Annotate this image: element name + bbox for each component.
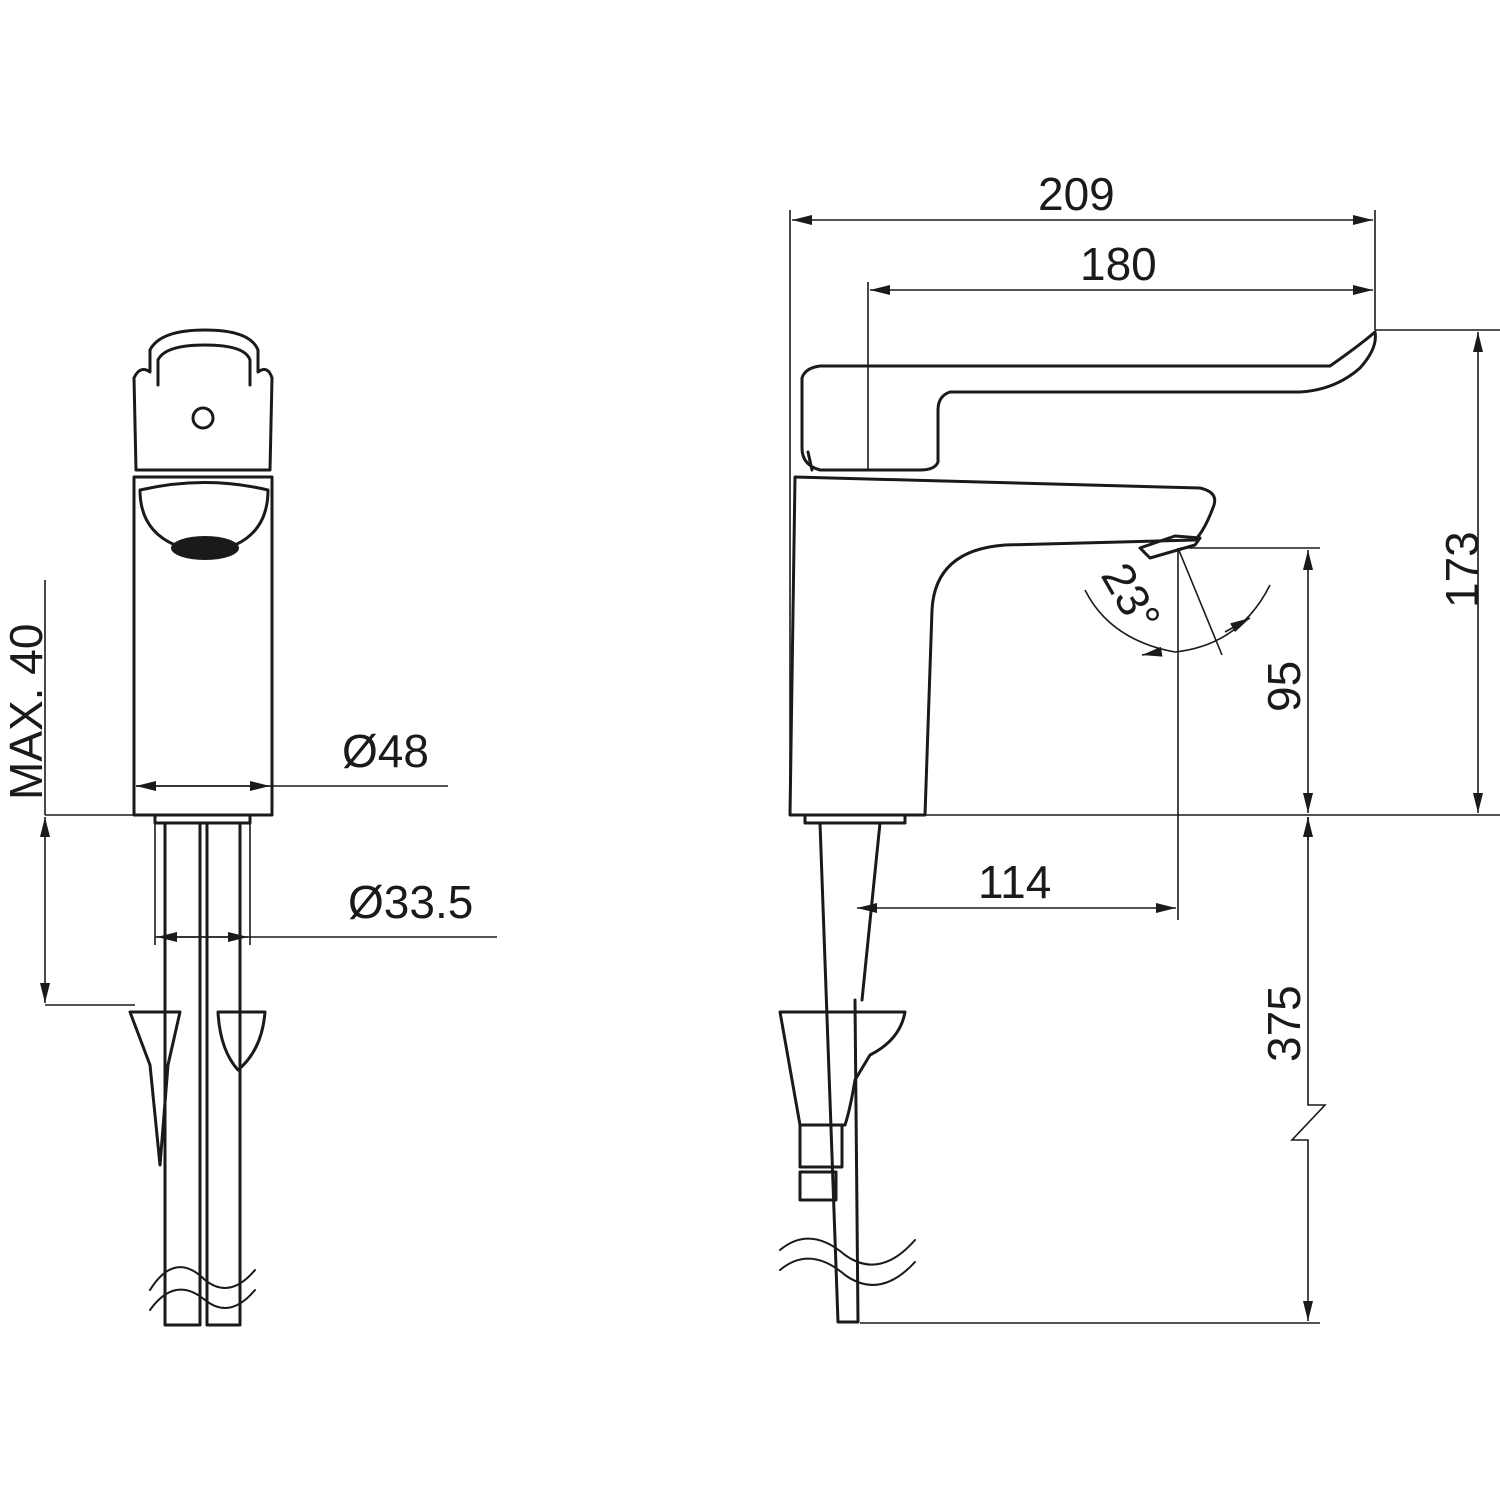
overall-length-label: 209 [1038, 168, 1115, 220]
side-lever [800, 330, 1377, 472]
overall-height-label: 173 [1436, 531, 1488, 608]
front-view: MAX. 40 Ø48 Ø33.5 [0, 328, 497, 1327]
front-handle [132, 328, 274, 472]
side-body [788, 475, 1217, 817]
lever-screw [191, 406, 215, 430]
spout-reach-label: 180 [1080, 238, 1157, 290]
spout-angle-label: 23° [1091, 554, 1171, 640]
max-thickness-label: MAX. 40 [0, 624, 52, 800]
side-hoses [818, 821, 882, 1324]
body-diameter-label: Ø48 [342, 725, 429, 777]
front-hoses [163, 821, 242, 1327]
spout-height-label: 95 [1258, 661, 1310, 712]
aerator [171, 536, 239, 560]
hose-length-label: 375 [1258, 985, 1310, 1062]
front-body [132, 475, 274, 817]
flange-diameter-label: Ø33.5 [348, 876, 473, 928]
spout-projection-label: 114 [978, 856, 1051, 908]
side-view: 209 180 173 95 23° 114 375 [778, 168, 1500, 1324]
